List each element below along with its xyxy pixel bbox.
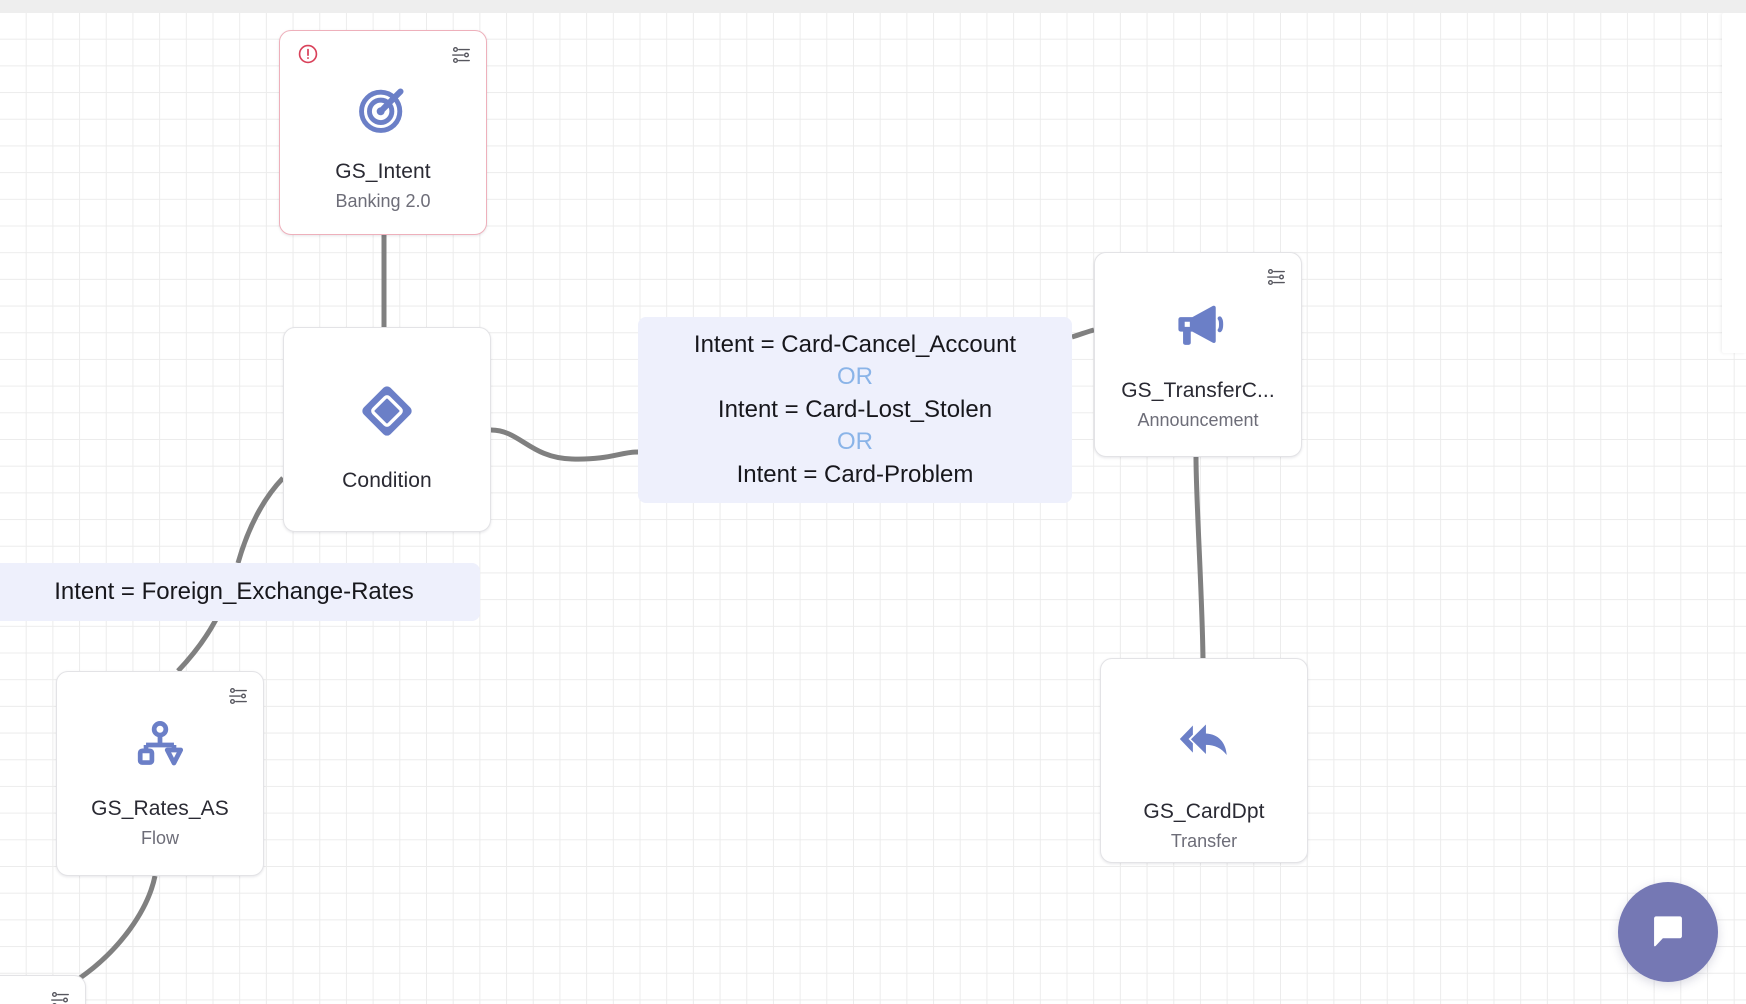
node-subtitle: Transfer <box>1170 831 1238 852</box>
node-gs-rates-as[interactable]: GS_Rates_AS Flow <box>56 671 264 876</box>
reply-all-icon <box>1101 711 1307 769</box>
vertical-scrollbar-track[interactable] <box>1722 13 1746 1004</box>
node-gs-intent[interactable]: GS_Intent Banking 2.0 <box>279 30 487 235</box>
condition-expression-line-3: Intent = Card-Problem <box>736 460 974 488</box>
node-title: Condition <box>342 469 432 492</box>
diamond-condition-icon <box>284 384 490 438</box>
megaphone-icon <box>1095 298 1301 354</box>
node-title: GS_TransferC... <box>1121 379 1275 402</box>
edge-label-fx-rates[interactable]: Intent = Foreign_Exchange-Rates <box>0 563 480 622</box>
node-settings-sliders-icon[interactable] <box>450 44 472 66</box>
node-subtitle: Banking 2.0 <box>335 191 431 212</box>
chat-bubble-icon <box>1654 916 1682 947</box>
node-title: GS_CardDpt <box>1143 800 1265 823</box>
node-settings-sliders-icon[interactable] <box>49 989 71 1004</box>
vertical-scrollbar-thumb[interactable] <box>1722 13 1746 353</box>
node-condition[interactable]: Condition <box>283 327 491 532</box>
condition-expression-line-2: Intent = Card-Lost_Stolen <box>717 395 993 423</box>
node-title: GS_Rates_AS <box>91 797 229 820</box>
node-settings-sliders-icon[interactable] <box>1265 266 1287 288</box>
node-settings-sliders-icon[interactable] <box>227 685 249 707</box>
node-subtitle: Announcement <box>1137 410 1259 431</box>
node-subtitle: Flow <box>140 828 179 849</box>
target-icon <box>280 81 486 137</box>
chat-launcher-button[interactable] <box>1618 882 1718 982</box>
condition-operator-1: OR <box>837 363 873 391</box>
alert-circle-icon <box>297 43 319 65</box>
flow-hierarchy-icon <box>57 718 263 772</box>
top-chrome-strip <box>0 0 1746 13</box>
node-title: GS_Intent <box>335 160 431 183</box>
node-gs-carddpt[interactable]: GS_CardDpt Transfer <box>1100 658 1308 863</box>
condition-expression-line-1: Intent = Card-Cancel_Account <box>693 331 1017 358</box>
node-gs-transferc[interactable]: GS_TransferC... Announcement <box>1094 252 1302 457</box>
condition-operator-2: OR <box>837 428 873 456</box>
node-partial-offscreen[interactable] <box>0 975 86 1004</box>
edge-label-card-intents[interactable]: Intent = Card-Cancel_Account OR Intent =… <box>638 317 1072 503</box>
condition-expression-line-1: Intent = Foreign_Exchange-Rates <box>54 578 414 605</box>
